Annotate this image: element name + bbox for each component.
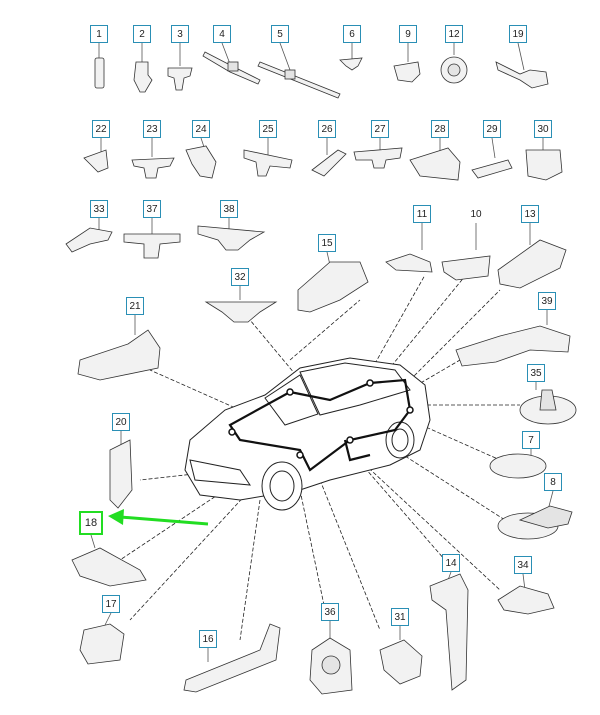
part-label-10: 10 [467,205,485,223]
part-label-3: 3 [171,25,189,43]
part-12-center [447,63,461,77]
part-24-shape [185,145,217,179]
part-label-19: 19 [509,25,527,43]
part-label-32: 32 [231,268,249,286]
part-21-shape [77,329,161,381]
part-11-shape [385,253,433,273]
part-label-4: 4 [213,25,231,43]
part-38-shape [197,225,266,251]
part-label-15: 15 [318,234,336,252]
part-27-shape [353,147,403,169]
part-20-shape [109,439,133,509]
part-35-neck [539,389,557,411]
part-23-shape [131,157,175,179]
part-36-hole [321,655,341,675]
part-label-35: 35 [527,364,545,382]
part-13-shape [497,239,567,289]
part-label-7: 7 [522,431,540,449]
part-label-5: 5 [271,25,289,43]
part-label-34: 34 [514,556,532,574]
part-2-shape [133,61,153,93]
part-label-9: 9 [399,25,417,43]
part-label-25: 25 [259,120,277,138]
part-label-28: 28 [431,120,449,138]
part-34-shape [497,585,555,615]
part-33-shape [65,227,113,253]
part-label-13: 13 [521,205,539,223]
part-label-24: 24 [192,120,210,138]
part-37-shape [123,233,181,259]
part-label-27: 27 [371,120,389,138]
part-label-8: 8 [544,473,562,491]
part-5-shape [257,61,341,99]
part-14-shape [429,573,469,691]
parts [65,51,577,695]
part-7-shape [489,453,547,479]
part-15-shape [297,261,369,313]
part-label-17: 17 [102,595,120,613]
part-label-23: 23 [143,120,161,138]
part-label-39: 39 [538,292,556,310]
part-6-shape [339,57,363,71]
part-3-shape [167,67,193,91]
part-25-shape [243,149,293,177]
part-label-30: 30 [534,120,552,138]
part-5-block [284,69,296,80]
part-label-16: 16 [199,630,217,648]
part-label-36: 36 [321,603,339,621]
part-39-shape [455,325,571,367]
part-9-shape [393,61,421,83]
part-8-tube [518,505,573,529]
part-31-shape [379,639,423,685]
part-label-31: 31 [391,608,409,626]
part-label-26: 26 [318,120,336,138]
part-29-shape [471,159,513,179]
part-10-shape [441,255,491,281]
part-label-21: 21 [126,297,144,315]
part-1-shape [94,57,105,89]
part-label-12: 12 [445,25,463,43]
part-label-29: 29 [483,120,501,138]
part-32-shape [204,301,278,323]
part-label-2: 2 [133,25,151,43]
part-label-1: 1 [90,25,108,43]
part-label-20: 20 [112,413,130,431]
part-label-11: 11 [413,205,431,223]
part-label-18-highlighted[interactable]: 18 [79,511,103,535]
part-17-shape [79,623,125,665]
highlight-arrow [108,509,209,526]
part-label-22: 22 [92,120,110,138]
part-22-shape [83,149,109,173]
part-30-shape [525,149,563,181]
part-19-shape [495,61,549,89]
part-label-6: 6 [343,25,361,43]
part-18-shape [71,547,147,587]
car-illustration [184,357,431,511]
part-label-14: 14 [442,554,460,572]
part-28-shape [409,147,461,181]
part-label-37: 37 [143,200,161,218]
part-label-33: 33 [90,200,108,218]
part-label-38: 38 [220,200,238,218]
part-4-block [227,61,239,72]
part-26-shape [311,149,347,177]
part-16-shape [183,623,281,693]
